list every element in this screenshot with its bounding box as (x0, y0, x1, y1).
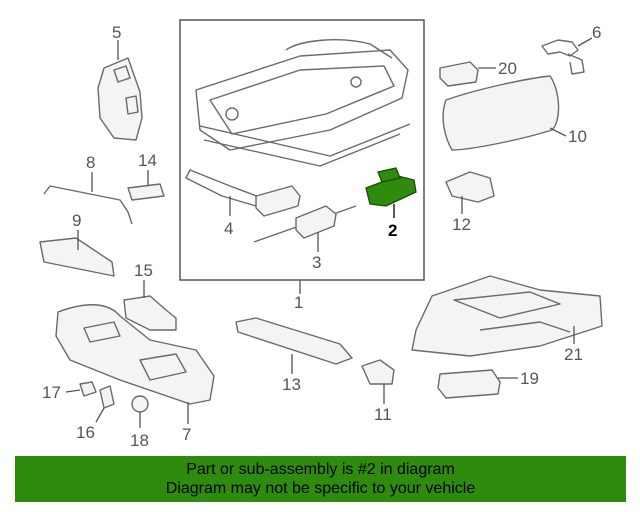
part-info-banner: Part or sub-assembly is #2 in diagram Di… (15, 456, 626, 502)
part-5-illustration (97, 57, 143, 141)
callout-19: 19 (520, 369, 539, 388)
callout-17: 17 (42, 383, 61, 402)
callout-11: 11 (374, 405, 392, 424)
callout-21: 21 (564, 345, 583, 364)
callout-6: 6 (592, 23, 601, 42)
callout-7: 7 (182, 425, 191, 444)
callout-8: 8 (86, 153, 95, 172)
part-2-illustration (365, 167, 417, 207)
part-17-illustration (79, 381, 97, 397)
callout-4: 4 (224, 219, 233, 238)
part-7-illustration (55, 304, 215, 405)
callout-20: 20 (498, 59, 517, 78)
part-4-illustration (185, 169, 301, 217)
part-16-illustration (99, 385, 115, 409)
part-6-illustration (541, 39, 585, 75)
part-11-illustration (361, 359, 395, 385)
part-12-illustration (445, 171, 495, 203)
part-13-illustration (235, 317, 353, 365)
callout-15: 15 (134, 261, 153, 280)
part-18-illustration (131, 395, 149, 413)
part-9-illustration (39, 237, 115, 277)
callout-14: 14 (138, 151, 157, 170)
part-8-illustration (43, 185, 133, 225)
part-20-illustration (439, 61, 479, 87)
callout-2: 2 (388, 221, 397, 240)
seat-frame-illustration (195, 39, 411, 167)
callout-3: 3 (312, 253, 321, 272)
seat-frame-assembly-box (179, 19, 425, 281)
callout-12: 12 (452, 215, 471, 234)
callout-16: 16 (76, 423, 95, 442)
parts-diagram: 5 6 20 10 12 8 14 9 4 3 2 1 15 13 11 19 … (39, 19, 603, 450)
banner-line-1: Part or sub-assembly is #2 in diagram (186, 461, 455, 478)
part-14-illustration (127, 183, 165, 201)
callout-10: 10 (568, 127, 587, 146)
part-15-illustration (123, 295, 177, 331)
banner-line-2: Diagram may not be specific to your vehi… (165, 480, 476, 497)
callout-9: 9 (72, 211, 81, 230)
part-10-illustration (442, 75, 560, 151)
callout-13: 13 (282, 375, 301, 394)
callout-5: 5 (112, 23, 121, 42)
part-19-illustration (437, 369, 501, 399)
part-3-illustration (253, 205, 357, 243)
callout-18: 18 (130, 431, 149, 450)
part-21-illustration (411, 275, 603, 357)
callout-1: 1 (294, 293, 303, 312)
